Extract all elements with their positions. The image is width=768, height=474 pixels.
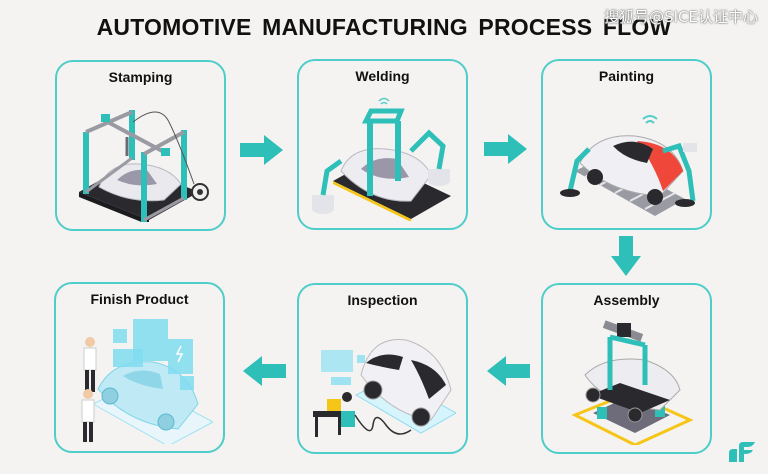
step-card-stamping: Stamping [55,60,226,231]
page-title: AUTOMOTIVE MANUFACTURING PROCESS FLOW [96,14,672,40]
arrow-right-icon [484,134,527,164]
step-card-painting: Painting [541,59,712,230]
watermark: 搜狐号@SICE认证中心 [604,8,758,26]
inspection-station-illustration [313,338,456,437]
arrow-left-icon [487,356,530,386]
step-label: Finish Product [90,291,189,307]
finished-car-hologram-illustration [81,319,213,444]
step-label: Welding [355,68,410,84]
arrow-right-icon [240,135,283,165]
welding-robot-illustration [312,97,451,221]
step-card-finish-product: Finish Product [54,282,225,453]
step-card-welding: Welding [297,59,468,230]
assembly-lift-illustration [571,320,694,445]
stamping-gantry-illustration [79,110,209,222]
step-label: Assembly [593,292,660,308]
painting-robot-illustration [560,115,697,216]
step-label: Painting [598,68,655,84]
step-card-assembly: Assembly [541,283,712,454]
arrow-down-icon [611,236,641,276]
step-label: Inspection [347,292,418,308]
step-label: Stamping [108,69,173,85]
arrow-left-icon [243,356,286,386]
step-card-inspection: Inspection [297,283,468,454]
brand-logo-icon [729,442,755,462]
